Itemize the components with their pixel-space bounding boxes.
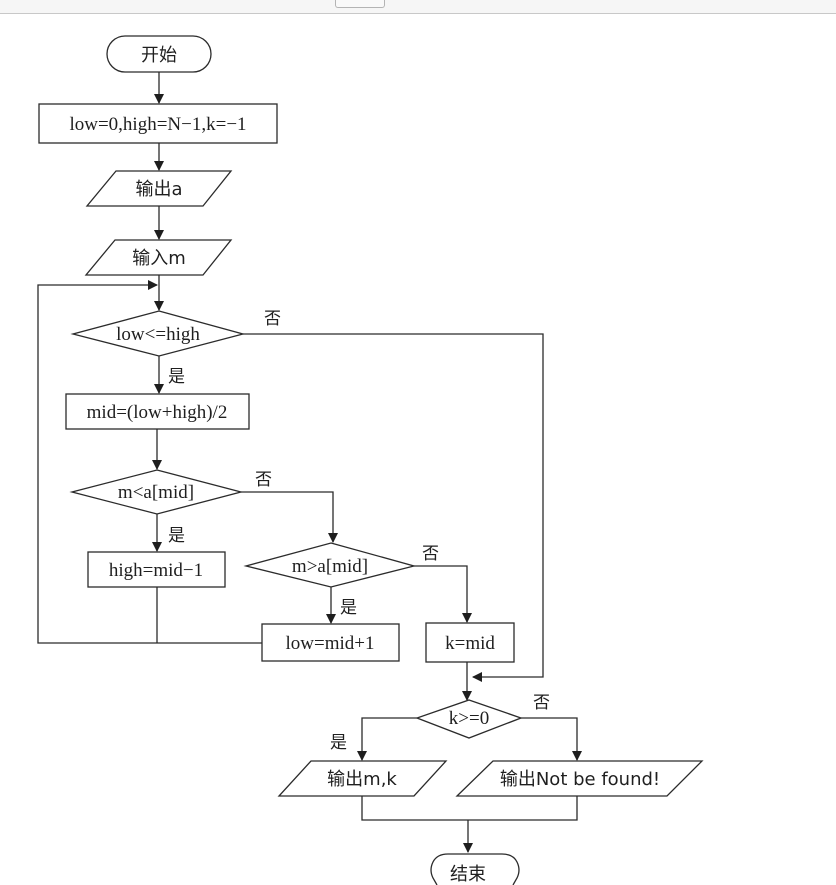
node-start-label: 开始 [141, 45, 177, 66]
decision-shape [415, 699, 523, 739]
node-cond-greater-label: m>a[mid] [292, 556, 368, 577]
label-cond-less-no: 否 [255, 470, 272, 490]
node-set-high-label: high=mid−1 [109, 560, 203, 581]
node-end: 结束 [430, 853, 520, 885]
node-start: 开始 [106, 35, 212, 73]
top-bar-handle[interactable] [335, 0, 385, 8]
edge-cond-found-yes [357, 717, 417, 761]
node-set-k-label: k=mid [445, 633, 495, 654]
node-cond-loop: low<=high [70, 310, 246, 357]
node-end-label: 结束 [450, 864, 486, 885]
edge-cond-found-no [521, 717, 582, 761]
io-shape [84, 239, 233, 276]
node-set-high: high=mid−1 [87, 551, 226, 588]
node-cond-loop-label: low<=high [116, 324, 200, 345]
node-cond-found-label: k>=0 [449, 708, 489, 729]
edge-cond-loop-no [243, 333, 544, 682]
terminal-shape [106, 35, 212, 73]
node-set-k: k=mid [425, 622, 515, 663]
process-shape [261, 623, 400, 662]
node-output-a: 输出a [85, 170, 233, 207]
decision-shape [70, 310, 246, 357]
decision-shape [69, 469, 244, 515]
label-cond-loop-no: 否 [264, 309, 281, 329]
connectors [37, 72, 582, 853]
node-init: low=0,high=N−1,k=−1 [38, 103, 278, 144]
node-input-m: 输入m [84, 239, 233, 276]
label-cond-loop-yes: 是 [168, 367, 185, 387]
label-cond-less-yes: 是 [168, 526, 185, 546]
process-shape [65, 393, 250, 430]
node-input-m-label: 输入m [132, 248, 186, 269]
node-output-not-found-label: 输出Not be found! [500, 769, 660, 790]
node-calc-mid-label: mid=(low+high)/2 [87, 402, 228, 423]
node-cond-less-label: m<a[mid] [118, 482, 194, 503]
node-cond-found: k>=0 [415, 699, 523, 739]
node-set-low: low=mid+1 [261, 623, 400, 662]
node-set-low-label: low=mid+1 [286, 633, 375, 654]
process-shape [87, 551, 226, 588]
node-output-a-label: 输出a [135, 179, 182, 200]
process-shape [425, 622, 515, 663]
io-shape [277, 760, 448, 797]
edge-cond-greater-no [414, 565, 472, 623]
node-calc-mid: mid=(low+high)/2 [65, 393, 250, 430]
viewer-top-bar [0, 0, 836, 14]
node-cond-greater: m>a[mid] [243, 542, 417, 588]
node-output-found-label: 输出m,k [327, 769, 397, 790]
terminal-shape [430, 853, 520, 885]
edge-labels: 否 是 否 是 否 是 否 是 [168, 309, 550, 753]
io-shape [85, 170, 233, 207]
label-cond-found-no: 否 [533, 693, 550, 713]
label-cond-found-yes: 是 [330, 733, 347, 753]
label-cond-greater-yes: 是 [340, 598, 357, 618]
io-shape [455, 760, 704, 797]
node-output-found: 输出m,k [277, 760, 448, 797]
edge-outputs-merge [361, 796, 578, 821]
decision-shape [243, 542, 417, 588]
label-cond-greater-no: 否 [422, 544, 439, 564]
edge-cond-less-no [241, 491, 338, 543]
process-shape [38, 103, 278, 144]
node-cond-less: m<a[mid] [69, 469, 244, 515]
node-init-label: low=0,high=N−1,k=−1 [69, 114, 246, 135]
node-output-not-found: 输出Not be found! [455, 760, 704, 797]
edge-loop-back [37, 280, 262, 644]
